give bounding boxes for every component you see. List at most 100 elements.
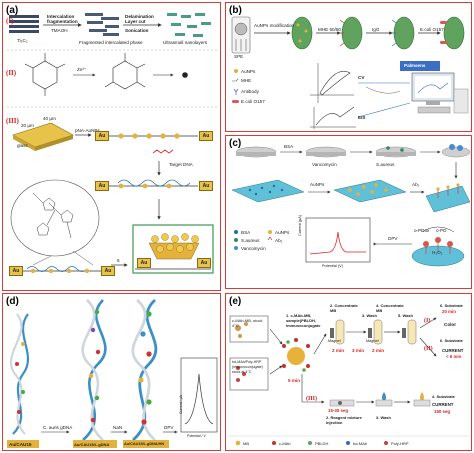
panel-d-label: (d) bbox=[6, 296, 19, 307]
grid-1 bbox=[231, 179, 305, 203]
stock-box-1-beads bbox=[235, 322, 248, 338]
legend-e-pbldh: PBLDH bbox=[315, 441, 329, 446]
magnet-2: Magnet bbox=[366, 339, 379, 343]
ultrasmall-label: Ultrasmall nanolayers bbox=[163, 40, 208, 45]
modified-electrode-3 bbox=[391, 16, 415, 50]
panel-a: (a) bbox=[2, 2, 221, 291]
cv-plot bbox=[310, 63, 354, 103]
roman-iii: (III) bbox=[6, 117, 19, 125]
dim2-label: 40 µm bbox=[43, 116, 56, 121]
au-block-4: Au bbox=[199, 181, 213, 191]
panel-c: (c) bbox=[225, 135, 472, 289]
panel-b: (b) bbox=[225, 2, 472, 132]
au-block-2: Au bbox=[199, 131, 213, 141]
zn-label: Zn²⁺ bbox=[77, 67, 87, 72]
fragmented-label: Fragmented intercalated phase bbox=[79, 40, 143, 45]
step-tmaoh: TMAOH bbox=[51, 28, 68, 33]
panel-d: (d) bbox=[2, 293, 221, 451]
route-i: (I) bbox=[424, 318, 431, 324]
electrode-base-2 bbox=[73, 440, 117, 448]
eis-plot bbox=[310, 106, 356, 129]
grid-2 bbox=[333, 179, 407, 203]
route-ii: (II) bbox=[424, 346, 433, 352]
dpv-peak-plot bbox=[180, 357, 218, 433]
time-5min: 5 min bbox=[288, 378, 300, 383]
route-iii: (III) bbox=[306, 396, 318, 402]
legend-saureus: S.aureus bbox=[241, 238, 260, 243]
dna-helix-3-beads bbox=[138, 311, 152, 425]
palmsens-label: Palmsens bbox=[404, 63, 426, 68]
au-block-8: Au bbox=[197, 258, 211, 268]
modified-electrode-4 bbox=[440, 16, 465, 50]
electrode-label-3: Au/CAU15/L.gDNA/HN bbox=[124, 442, 165, 446]
zoom-circle bbox=[10, 179, 100, 266]
time-2min-a: 2 min bbox=[332, 348, 344, 353]
tube-3 bbox=[402, 319, 417, 345]
dpv-label: DPV bbox=[388, 236, 398, 241]
tube-2 bbox=[368, 319, 383, 345]
dpv-ylabel: Current (µA) bbox=[298, 215, 302, 236]
ultrasmall-layers bbox=[167, 13, 211, 37]
eis-label: EIS bbox=[358, 115, 366, 120]
step-intercalation: Intercalation bbox=[47, 14, 75, 19]
legend-icons bbox=[232, 69, 239, 103]
legend-ecoli: E.coli O157 bbox=[241, 99, 265, 104]
glass-label: glass bbox=[17, 143, 28, 148]
step-number: 6 bbox=[117, 258, 120, 263]
electrode-label-1: Au/CAU15 bbox=[9, 442, 32, 447]
step-sonication: Sonication bbox=[125, 28, 149, 33]
box1-label: c-MAb-MB, stock 4°C bbox=[232, 318, 263, 328]
opdox-label: o-PDox bbox=[414, 228, 430, 233]
target-dna-wave bbox=[152, 149, 174, 154]
panel-b-label: (b) bbox=[229, 5, 242, 16]
disk-1 bbox=[235, 146, 277, 158]
au-block-7: Au bbox=[137, 258, 151, 268]
panel-b-graphics bbox=[231, 16, 469, 129]
dpv-xlabel-d: Potential / V bbox=[187, 434, 206, 438]
probe-strip-3 bbox=[21, 266, 101, 274]
box2-label: bd-MAb/Poly-HRP (immunoconjugate) stock … bbox=[232, 360, 263, 374]
panel-e: (e) bbox=[225, 293, 472, 451]
vanco-label: Vancomycin bbox=[312, 162, 337, 167]
mhe-label: MHE 60/80 bbox=[318, 27, 341, 32]
dna-helix-3 bbox=[131, 298, 158, 442]
legend-bar-e bbox=[235, 440, 388, 446]
dpv-xlabel: Potential (V) bbox=[322, 264, 343, 268]
modified-electrode-2 bbox=[339, 16, 363, 50]
ti3c2-stack bbox=[9, 15, 39, 33]
legend-e-mb: MB bbox=[243, 441, 249, 446]
igg-label: IgG bbox=[372, 27, 380, 32]
time-150: 150 seg bbox=[434, 409, 451, 414]
conjugate-cluster bbox=[282, 338, 310, 372]
aunps-label: AuNPs bbox=[310, 182, 325, 187]
panel-c-label: (c) bbox=[229, 138, 242, 149]
roman-ii: (II) bbox=[6, 69, 17, 77]
stock-box-2-beads bbox=[236, 366, 246, 382]
step-6a: 6. Substrate bbox=[440, 303, 463, 308]
current-label: CURRENT bbox=[442, 348, 464, 353]
palmsens-box bbox=[400, 61, 440, 71]
ti3c2-label: Ti₃C₂ bbox=[17, 38, 28, 43]
ecoli-label: E.coli O157 bbox=[420, 27, 444, 32]
drop-blue bbox=[375, 392, 393, 407]
detection-electrode bbox=[411, 226, 465, 267]
dpv-plot bbox=[305, 217, 371, 263]
time-3min: 3 min bbox=[352, 348, 364, 353]
electrode-base-1 bbox=[7, 440, 39, 448]
disk-2 bbox=[305, 146, 347, 158]
time-2min-b: 2 min bbox=[372, 348, 384, 353]
step-4: 4. Concentrate MB bbox=[376, 303, 404, 313]
aunps-mod-label: AuNPs modification bbox=[254, 23, 295, 28]
pna-label: pNA-AuNPs bbox=[75, 128, 100, 133]
legend-antibody: Antibody bbox=[241, 89, 259, 94]
au-block-5: Au bbox=[9, 266, 23, 276]
saureus-label: S.aureus bbox=[376, 162, 395, 167]
arrow-label-1: C. auris gDNA bbox=[43, 425, 73, 430]
lt6-label: < 6 min bbox=[446, 354, 462, 359]
dna-helix-2 bbox=[81, 299, 107, 441]
current-b: CURRENT bbox=[432, 402, 454, 407]
color-label: Color bbox=[444, 322, 456, 327]
step-layer-cut: Layer cut bbox=[125, 19, 146, 24]
roman-i: (I) bbox=[6, 17, 14, 25]
nanosheet-assembly bbox=[132, 224, 214, 274]
